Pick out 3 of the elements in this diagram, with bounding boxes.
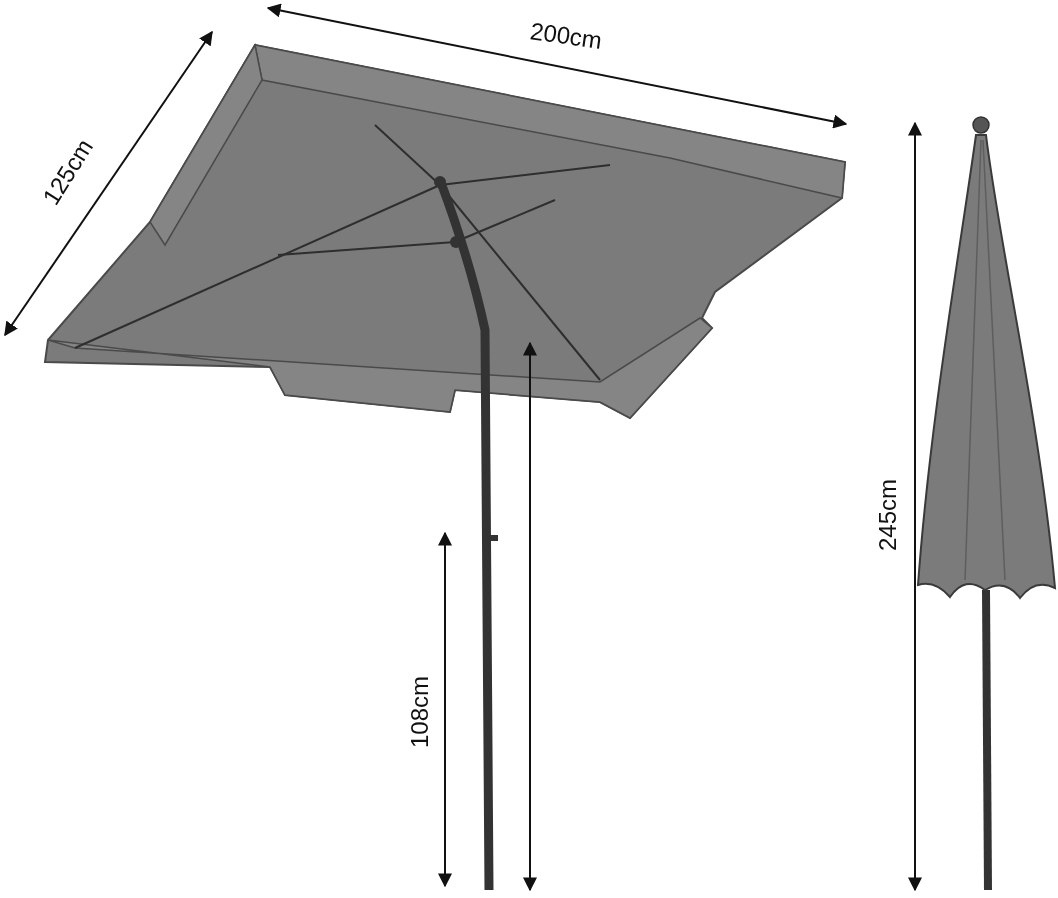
dimension-label: 200cm: [528, 19, 604, 53]
dimension-label: 245cm: [876, 479, 900, 551]
dimension-label: 108cm: [408, 676, 432, 748]
